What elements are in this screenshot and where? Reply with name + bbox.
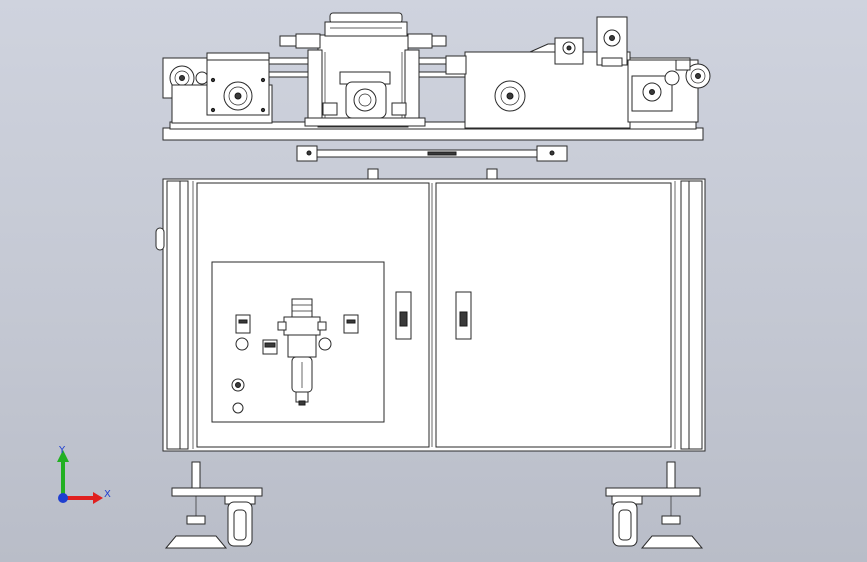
profile-right-inner — [680, 180, 690, 450]
lift-column-left — [307, 49, 323, 123]
handle-rod — [316, 149, 538, 158]
regulator-body — [283, 316, 321, 336]
indicator-lamp-1 — [235, 337, 249, 351]
switch-left[interactable] — [235, 314, 251, 334]
foot-pad-left — [164, 535, 228, 549]
profile-right-outer — [688, 180, 703, 450]
x-axis-label: X — [104, 489, 111, 500]
handle-label-strip — [427, 151, 457, 156]
coordinate-triad: Y X — [57, 445, 111, 504]
hinge-stub-left — [367, 168, 379, 180]
caster-right — [611, 495, 643, 547]
z-axis-dot — [58, 493, 68, 503]
drive-coupler — [445, 55, 467, 75]
right-idler — [664, 70, 680, 86]
lift-bracket-left — [295, 33, 321, 49]
lift-top-block — [324, 21, 408, 37]
hinge-stub-right — [486, 168, 498, 180]
indicator-lamp-3 — [232, 402, 244, 414]
y-axis-label: Y — [58, 445, 66, 456]
leveling-foot-right — [605, 461, 704, 549]
conveyor-module — [162, 12, 711, 141]
x-axis-head — [93, 492, 103, 504]
foot-nut-right — [661, 515, 681, 525]
y-axis-head — [57, 450, 69, 462]
regulator-gauge-housing — [287, 334, 317, 358]
door-right[interactable] — [435, 182, 672, 448]
leveling-foot-left — [164, 461, 263, 549]
caster-left — [224, 495, 256, 547]
switch-right[interactable] — [343, 314, 359, 334]
indicator-lamp-2 — [318, 337, 332, 351]
cabinet — [155, 168, 706, 452]
base-plate — [162, 127, 704, 141]
left-idler — [195, 71, 209, 85]
profile-left-inner — [179, 180, 189, 450]
air-filter-regulator — [277, 298, 327, 406]
base-rail — [169, 121, 697, 130]
side-knob — [155, 227, 165, 251]
lift-base — [304, 117, 426, 127]
foot-bracket-left — [171, 487, 263, 497]
foot-bracket-right — [605, 487, 701, 497]
foot-pad-right — [640, 535, 704, 549]
lift-column-right — [404, 49, 420, 123]
lift-bracket-right — [407, 33, 433, 49]
handle-bar — [296, 145, 568, 162]
guide-left — [279, 35, 297, 47]
foot-nut-left — [186, 515, 206, 525]
profile-left-outer — [166, 180, 181, 450]
regulator-knob[interactable] — [291, 298, 313, 318]
